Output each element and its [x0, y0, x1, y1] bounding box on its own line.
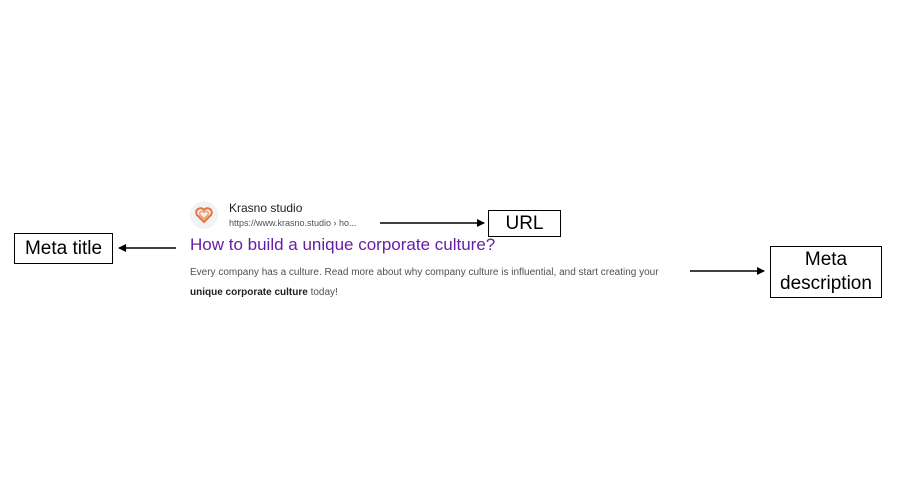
meta-title-annotation-label: Meta title	[24, 237, 103, 259]
url-annotation-label: URL	[505, 212, 544, 234]
result-description: Every company has a culture. Read more a…	[190, 263, 685, 303]
meta-description-annotation-label-line2: description	[780, 273, 872, 294]
site-name: Krasno studio	[229, 201, 303, 215]
result-url[interactable]: https://www.krasno.studio › ho...	[229, 218, 357, 228]
meta-title-annotation-box: Meta title	[14, 233, 113, 264]
site-favicon	[190, 201, 218, 229]
description-text-bold: unique corporate culture	[190, 287, 308, 298]
description-text-end: today!	[307, 287, 338, 298]
meta-description-annotation-label-line1: Meta	[804, 249, 848, 270]
description-text-start: Every company has a culture. Read more a…	[190, 267, 659, 278]
meta-description-annotation-box: Meta description	[770, 246, 882, 298]
url-annotation-box: URL	[488, 210, 561, 237]
result-title-link[interactable]: How to build a unique corporate culture?	[190, 235, 496, 254]
heart-logo-icon	[195, 207, 213, 223]
